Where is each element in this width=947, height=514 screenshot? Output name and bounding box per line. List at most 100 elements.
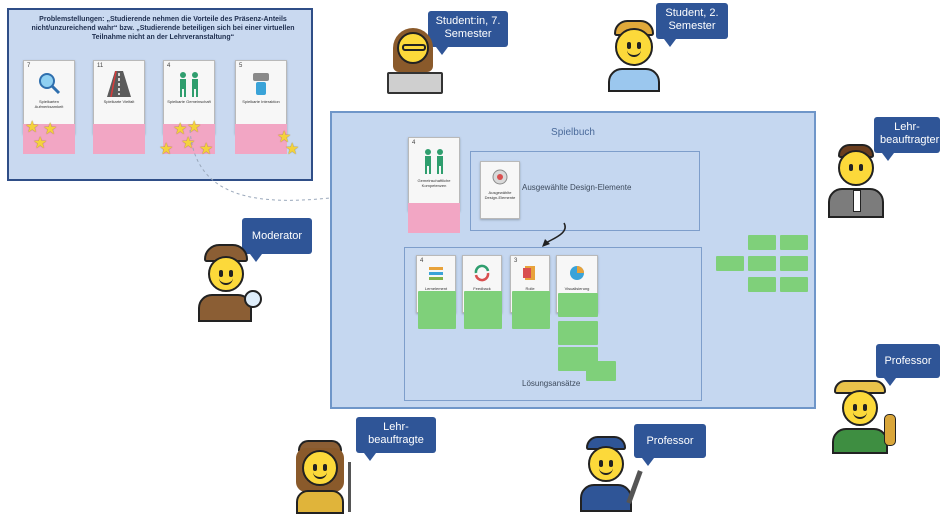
- star-icon: ★: [159, 141, 174, 158]
- card-title: Spielkarte Vielfalt: [103, 99, 135, 104]
- wrench-icon: [626, 470, 643, 504]
- magnifier-icon: [39, 73, 61, 95]
- card-title: Spielkarte Interaktion: [242, 99, 280, 104]
- card-title: Spielkarten Aufmerksamkeit: [34, 99, 64, 109]
- face-icon: [208, 256, 244, 292]
- sticky-note[interactable]: [408, 203, 460, 233]
- magnifier-icon: [244, 290, 262, 308]
- persona-label: Student, 2. Semester: [665, 7, 719, 32]
- star-icon: ★: [277, 129, 292, 146]
- design-elements-box: [470, 151, 700, 231]
- persona-label: Lehr-beauftragte: [368, 421, 424, 446]
- sticky-note[interactable]: [93, 124, 145, 154]
- face-icon: [838, 150, 874, 186]
- pie-icon: [570, 266, 584, 280]
- speech-bubble-professor-bottom: Professor: [634, 424, 706, 466]
- people-icon: [180, 72, 198, 97]
- tie-icon: [853, 190, 861, 212]
- speech-bubble-student2: Student, 2. Semester: [656, 3, 728, 47]
- star-icon: ★: [285, 141, 300, 158]
- card-title: Gemeinschaftliche Kompetenzen: [417, 178, 451, 188]
- solutions-label: Lösungsansätze: [522, 379, 581, 388]
- mechanic-avatar: [576, 436, 648, 512]
- persona-label: Student:in, 7. Semester: [435, 15, 501, 40]
- farmer-woman-avatar: [290, 440, 362, 514]
- speech-bubble-student7: Student:in, 7. Semester: [428, 11, 508, 55]
- card-number: 4: [412, 140, 416, 146]
- sticky-note[interactable]: [235, 124, 287, 154]
- board-title: Spielbuch: [551, 127, 595, 138]
- sticky-note[interactable]: [780, 256, 808, 271]
- problem-panel: Problemstellungen: „Studierende nehmen d…: [7, 8, 313, 181]
- problem-card-2[interactable]: 11 Spielkarte Vielfalt: [93, 60, 145, 134]
- wheat-icon: [884, 414, 896, 446]
- card-number: 3: [514, 258, 518, 264]
- sticky-note[interactable]: [558, 293, 598, 317]
- pitchfork-icon: [348, 462, 351, 512]
- sticky-note[interactable]: [418, 291, 456, 329]
- persona-label: Lehr-beauftragter: [880, 121, 940, 146]
- arrow-icon: [542, 222, 566, 247]
- glasses-icon: [402, 44, 426, 51]
- persona-label: Moderator: [251, 230, 303, 242]
- design-card[interactable]: Ausgewählte Design-Elemente: [480, 161, 520, 219]
- globe-icon: [492, 169, 508, 185]
- card-number: 7: [27, 63, 31, 69]
- laptop-icon: [387, 72, 443, 94]
- panel-title: Problemstellungen: „Studierende nehmen d…: [31, 16, 295, 41]
- speech-bubble-lehrbeauftragte: Lehr-beauftragte: [356, 417, 436, 461]
- problem-card-1[interactable]: 7 Spielkarten Aufmerksamkeit: [23, 60, 75, 134]
- overalls-shape: [580, 484, 632, 512]
- solutions-box: [404, 247, 702, 401]
- sticky-note[interactable]: [23, 124, 75, 154]
- card-number: 4: [167, 63, 171, 69]
- coat-shape: [198, 294, 252, 322]
- problem-card-3[interactable]: 4 Spielkarte Gemeinschaft: [163, 60, 215, 134]
- sticky-note[interactable]: [748, 277, 776, 292]
- road-icon: [107, 71, 131, 97]
- star-icon: ★: [173, 121, 188, 138]
- detective-avatar: [196, 244, 264, 322]
- card-title: Visualisierung: [564, 286, 590, 291]
- card-title: Lernelement: [424, 286, 448, 291]
- sticky-note[interactable]: [586, 361, 616, 381]
- refresh-icon: [474, 264, 490, 282]
- shirt-shape: [608, 68, 660, 92]
- sticky-note[interactable]: [464, 291, 502, 329]
- star-icon: ★: [33, 135, 48, 152]
- card-title: Rolle: [525, 286, 535, 291]
- speech-bubble-professor-right: Professor: [876, 344, 940, 386]
- sticky-note[interactable]: [512, 291, 550, 329]
- sticky-note[interactable]: [748, 256, 776, 271]
- face-icon: [615, 28, 653, 66]
- sticky-note[interactable]: [748, 235, 776, 250]
- design-label: Ausgewählte Design-Elemente: [522, 183, 632, 192]
- face-icon: [588, 446, 624, 482]
- star-icon: ★: [43, 121, 58, 138]
- sticky-note[interactable]: [716, 256, 744, 271]
- face-icon: [302, 450, 338, 486]
- main-card[interactable]: 4 Gemeinschaftliche Kompetenzen: [408, 137, 460, 211]
- hand-phone-icon: [253, 73, 269, 95]
- student-avatar: [604, 20, 664, 92]
- speech-bubble-moderator: Moderator: [242, 218, 312, 262]
- card-title: Spielkarte Gemeinschaft: [167, 99, 211, 104]
- student-laptop-avatar: [383, 26, 447, 96]
- sticky-note[interactable]: [780, 277, 808, 292]
- card-icon: [523, 266, 535, 280]
- overalls-shape: [296, 490, 344, 514]
- lecturer-avatar: [826, 142, 886, 218]
- face-icon: [397, 32, 429, 64]
- star-icon: ★: [25, 119, 40, 136]
- persona-label: Professor: [646, 435, 694, 447]
- card-title: Feedback: [473, 286, 491, 291]
- sticky-note[interactable]: [780, 235, 808, 250]
- overalls-shape: [832, 428, 888, 454]
- bars-icon: [429, 267, 443, 280]
- sticky-note[interactable]: [163, 124, 215, 154]
- card-number: 11: [97, 63, 104, 69]
- face-icon: [842, 390, 878, 426]
- persona-label: Professor: [884, 355, 932, 367]
- sticky-note[interactable]: [558, 321, 598, 345]
